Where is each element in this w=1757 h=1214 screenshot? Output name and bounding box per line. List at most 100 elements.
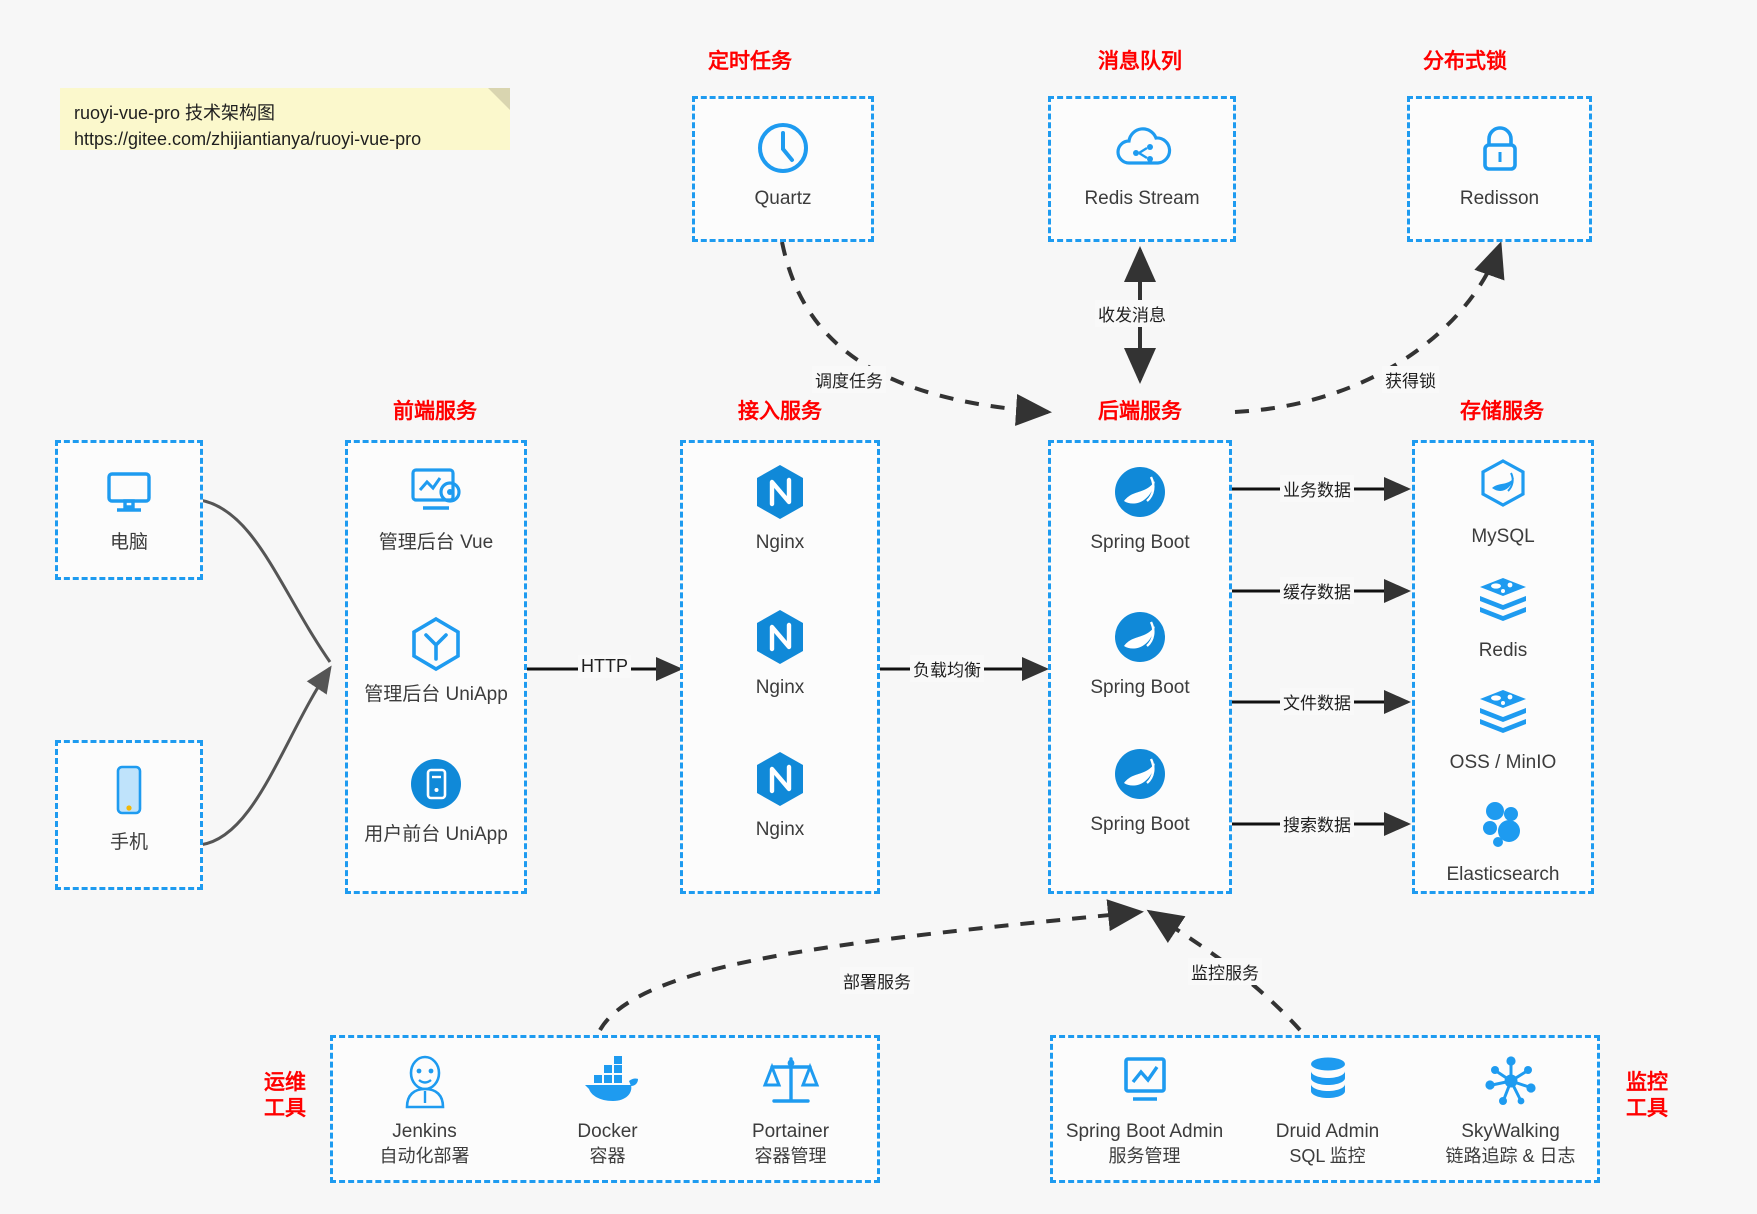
node-label: Spring Boot Admin (1065, 1121, 1224, 1142)
box-storage: MySQL Redis OSS / MinIO Elasticsearch (1412, 440, 1594, 894)
box-lock: Redisson (1407, 96, 1592, 242)
redis-stack-icon (1415, 681, 1591, 743)
node-admin-uniapp[interactable]: 管理后台 UniApp (348, 613, 524, 707)
node-label: 用户前台 UniApp (364, 824, 508, 845)
box-monitor: Spring Boot Admin 服务管理 Druid Admin SQL 监… (1050, 1035, 1600, 1183)
box-scheduler: Quartz (692, 96, 874, 242)
box-gateway: Nginx Nginx Nginx (680, 440, 880, 894)
node-skywalking[interactable]: SkyWalking 链路追踪 & 日志 (1419, 1050, 1602, 1168)
edge-label-cache-data: 缓存数据 (1280, 577, 1354, 604)
uniapp-cube-icon (348, 613, 524, 675)
edge-label-monitor-service: 监控服务 (1188, 958, 1262, 985)
node-oss-minio[interactable]: OSS / MinIO (1415, 681, 1591, 775)
scales-icon (699, 1050, 882, 1112)
jenkins-butler-icon (333, 1050, 516, 1112)
node-nginx-2[interactable]: Nginx (683, 606, 877, 700)
node-sublabel: 链路追踪 & 日志 (1445, 1146, 1576, 1166)
node-springboot-3[interactable]: Spring Boot (1051, 743, 1229, 837)
node-label: Spring Boot (1090, 814, 1190, 835)
node-label: Docker (577, 1121, 638, 1142)
section-title-storage: 存储服务 (1460, 400, 1544, 423)
section-title-monitor-line2: 工具 (1626, 1097, 1668, 1120)
node-label: 手机 (109, 832, 148, 853)
desktop-icon (58, 461, 200, 523)
node-label: MySQL (1471, 526, 1535, 547)
node-label: OSS / MinIO (1449, 752, 1557, 773)
node-nginx-3[interactable]: Nginx (683, 748, 877, 842)
node-springboot-2[interactable]: Spring Boot (1051, 606, 1229, 700)
node-springboot-1[interactable]: Spring Boot (1051, 461, 1229, 555)
node-admin-vue[interactable]: 管理后台 Vue (348, 461, 524, 555)
section-title-lock: 分布式锁 (1423, 50, 1507, 73)
node-label: Redis Stream (1084, 188, 1200, 209)
node-label: 管理后台 UniApp (364, 684, 508, 705)
node-sublabel: 自动化部署 (379, 1146, 470, 1166)
elasticsearch-icon (1415, 793, 1591, 855)
docker-whale-icon (516, 1050, 699, 1112)
node-label: 管理后台 Vue (378, 532, 494, 553)
node-spring-boot-admin[interactable]: Spring Boot Admin 服务管理 (1053, 1050, 1236, 1168)
edge-label-search-data: 搜索数据 (1280, 810, 1354, 837)
node-label: 电脑 (109, 532, 148, 553)
edge-label-deploy-service: 部署服务 (840, 967, 914, 994)
node-label: Druid Admin (1275, 1121, 1380, 1142)
node-label: Redisson (1459, 188, 1540, 209)
node-sublabel: 容器管理 (754, 1146, 827, 1166)
node-quartz[interactable]: Quartz (695, 117, 871, 211)
node-redisson[interactable]: Redisson (1410, 117, 1589, 211)
note-fold-icon (488, 88, 510, 110)
monitor-chart-icon (1053, 1050, 1236, 1112)
edge-label-load-balance: 负载均衡 (910, 655, 984, 682)
edge-label-http: HTTP (578, 655, 631, 678)
node-redis-stream[interactable]: Redis Stream (1051, 117, 1233, 211)
node-docker[interactable]: Docker 容器 (516, 1050, 699, 1168)
box-mq: Redis Stream (1048, 96, 1236, 242)
node-sublabel: SQL 监控 (1289, 1146, 1366, 1166)
node-computer[interactable]: 电脑 (58, 461, 200, 555)
box-devops: Jenkins 自动化部署 Docker 容器 Portainer 容器管理 (330, 1035, 880, 1183)
edge-label-file-data: 文件数据 (1280, 688, 1354, 715)
node-jenkins[interactable]: Jenkins 自动化部署 (333, 1050, 516, 1168)
redis-stack-icon (1415, 569, 1591, 631)
node-user-uniapp[interactable]: 用户前台 UniApp (348, 753, 524, 847)
box-frontend: 管理后台 Vue 管理后台 UniApp 用户前台 UniApp (345, 440, 527, 894)
node-nginx-1[interactable]: Nginx (683, 461, 877, 555)
clock-icon (695, 117, 871, 179)
app-circle-icon (348, 753, 524, 815)
node-label: SkyWalking (1461, 1121, 1560, 1142)
section-title-monitor-line1: 监控 (1626, 1071, 1668, 1094)
node-mysql[interactable]: MySQL (1415, 455, 1591, 549)
node-label: Spring Boot (1090, 532, 1190, 553)
node-redis[interactable]: Redis (1415, 569, 1591, 663)
edge-label-schedule-task: 调度任务 (812, 366, 886, 393)
node-label: Redis (1478, 640, 1528, 661)
node-sublabel: 服务管理 (1108, 1146, 1181, 1166)
lock-icon (1410, 117, 1589, 179)
node-elasticsearch[interactable]: Elasticsearch (1415, 793, 1591, 887)
box-computer: 电脑 (55, 440, 203, 580)
node-label: Nginx (755, 532, 805, 553)
node-phone[interactable]: 手机 (58, 761, 200, 855)
cloud-stream-icon (1051, 117, 1233, 179)
edge-label-business-data: 业务数据 (1280, 475, 1354, 502)
section-title-backend: 后端服务 (1098, 400, 1182, 423)
nginx-icon (683, 606, 877, 668)
box-backend: Spring Boot Spring Boot Spring Boot (1048, 440, 1232, 894)
nginx-icon (683, 748, 877, 810)
spring-leaf-icon (1051, 606, 1229, 668)
edge-label-send-receive-msg: 收发消息 (1095, 300, 1169, 327)
note-title: ruoyi-vue-pro 技术架构图 (74, 103, 276, 123)
section-title-frontend: 前端服务 (393, 400, 477, 423)
section-title-devops-line2: 工具 (264, 1097, 306, 1120)
spring-leaf-icon (1051, 461, 1229, 523)
node-portainer[interactable]: Portainer 容器管理 (699, 1050, 882, 1168)
spring-leaf-icon (1051, 743, 1229, 805)
section-title-monitor: 监控 工具 (1612, 1070, 1682, 1122)
mysql-dolphin-icon (1415, 455, 1591, 517)
node-druid-admin[interactable]: Druid Admin SQL 监控 (1236, 1050, 1419, 1168)
database-icon (1236, 1050, 1419, 1112)
node-label: Nginx (755, 677, 805, 698)
edge-label-acquire-lock: 获得锁 (1382, 366, 1439, 393)
node-sublabel: 容器 (589, 1146, 626, 1166)
